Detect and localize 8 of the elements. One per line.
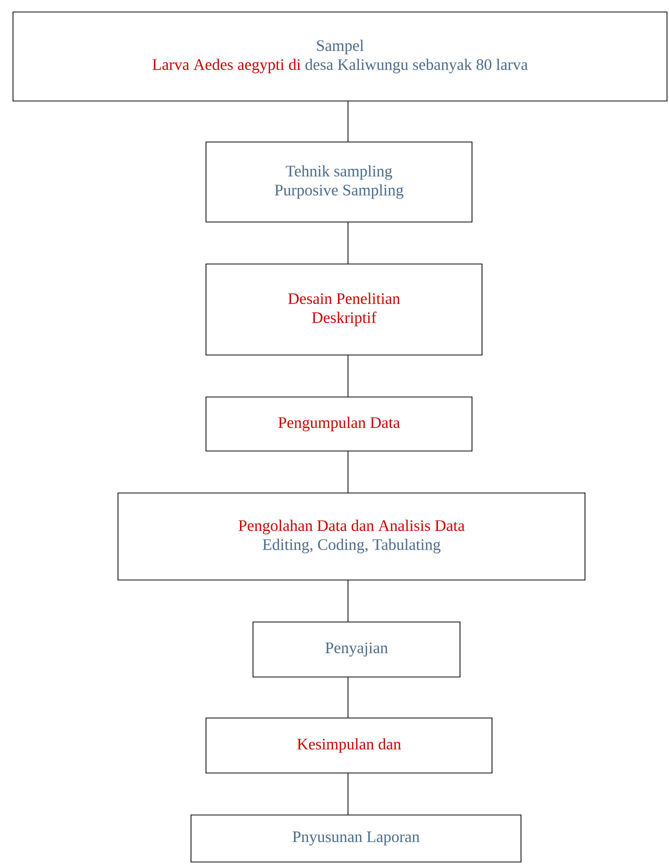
process-box: Pengumpulan Data [206, 396, 472, 452]
process-box: Pnyusunan Laporan [190, 814, 522, 862]
process-box: Pengolahan Data dan Analisis Data Editing, Coding, Tabulating [118, 492, 586, 580]
process-box: Sampel Larva Aedes aegypti di desa Kaliwungu sebanyak 80 larva [12, 12, 668, 102]
process-box: Kesimpulan dan [206, 718, 492, 774]
process-box: Desain Penelitian Deskriptif [206, 264, 482, 356]
process-box: Tehnik sampling Purposive Sampling [206, 142, 472, 222]
process-box: Penyajian [252, 622, 460, 678]
